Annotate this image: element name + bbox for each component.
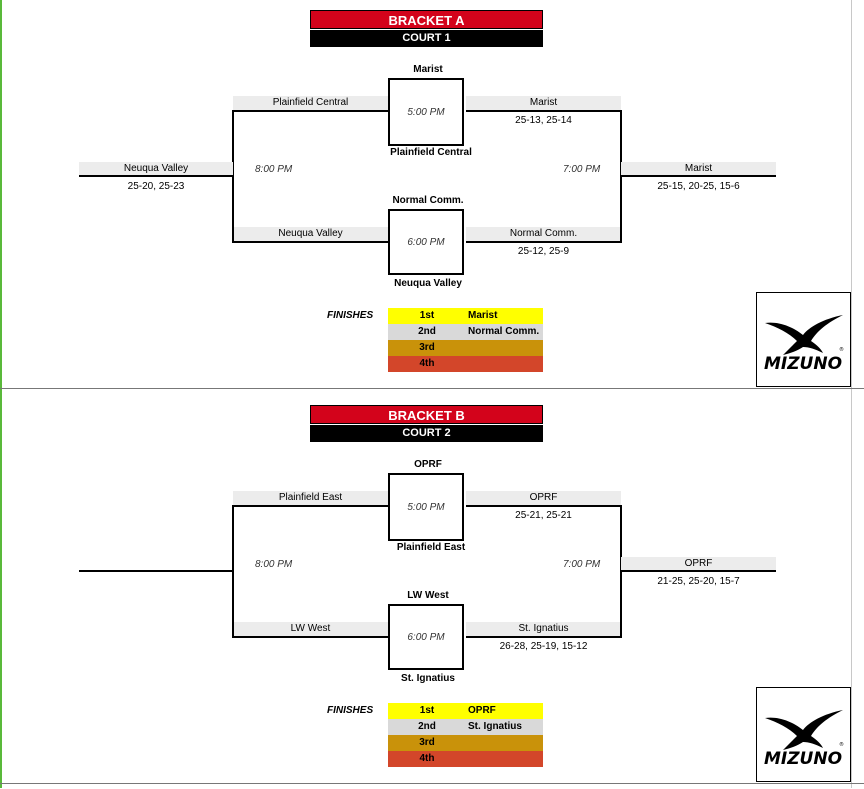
- bottom-match-box: 6:00 PM: [388, 209, 464, 275]
- bracket-line: [79, 570, 233, 572]
- left-green-border: [0, 0, 2, 788]
- finish-row-4th: 4th: [388, 751, 543, 767]
- logo-wordmark: MIZUNO: [764, 749, 842, 769]
- right-time: 7:00 PM: [563, 164, 601, 175]
- top-match-box: 5:00 PM: [388, 473, 464, 541]
- mizuno-runbird-icon: MIZUNO ®: [764, 315, 844, 374]
- far-right-team: Marist: [621, 162, 776, 176]
- bracket-line: [621, 175, 776, 177]
- finish-row-1st: 1st OPRF: [388, 703, 543, 719]
- far-right-team: OPRF: [621, 557, 776, 571]
- mizuno-logo: MIZUNO ®: [756, 687, 851, 782]
- finish-place: 2nd: [418, 326, 436, 337]
- finish-row-1st: 1st Marist: [388, 308, 543, 324]
- bracket-line: [79, 175, 233, 177]
- finish-row-4th: 4th: [388, 356, 543, 372]
- finishes-label: FINISHES: [327, 310, 374, 321]
- bottom-match-box: 6:00 PM: [388, 604, 464, 670]
- bottom-match-team1: LW West: [407, 590, 449, 601]
- finish-place: 4th: [419, 753, 435, 764]
- mizuno-logo: MIZUNO ®: [756, 292, 851, 387]
- left-bottom-team: LW West: [233, 622, 388, 636]
- finish-team: Normal Comm.: [468, 326, 540, 337]
- bottom-winner: Normal Comm.: [466, 227, 621, 241]
- bracket-line: [233, 110, 388, 112]
- registered-mark: ®: [839, 741, 844, 748]
- bottom-winner: St. Ignatius: [466, 622, 621, 636]
- bracket-line: [233, 505, 388, 507]
- right-time: 7:00 PM: [563, 559, 601, 570]
- bottom-score: 26-28, 25-19, 15-12: [499, 641, 588, 652]
- far-left-team: [79, 557, 233, 571]
- bottom-match-team1: Normal Comm.: [392, 195, 464, 206]
- bracket-line: [466, 505, 621, 507]
- bottom-match-team2: Neuqua Valley: [394, 278, 462, 289]
- bracket-line: [232, 505, 234, 638]
- bottom-match-time: 6:00 PM: [407, 237, 445, 248]
- finish-team: Marist: [468, 310, 498, 321]
- bracket-line: [466, 110, 621, 112]
- left-top-team: Plainfield East: [233, 491, 388, 505]
- finish-place: 3rd: [419, 342, 435, 353]
- bracket-line: [232, 110, 234, 243]
- far-right-score: 21-25, 25-20, 15-7: [657, 576, 740, 587]
- left-time: 8:00 PM: [255, 559, 293, 570]
- logo-wordmark: MIZUNO: [764, 354, 842, 374]
- top-match-box: 5:00 PM: [388, 78, 464, 146]
- bracket-line: [466, 241, 621, 243]
- bottom-score: 25-12, 25-9: [517, 246, 570, 257]
- far-right-score: 25-15, 20-25, 15-6: [657, 181, 740, 192]
- finish-place: 1st: [419, 310, 435, 321]
- top-match-team1: Marist: [413, 64, 443, 75]
- finish-team: OPRF: [468, 705, 496, 716]
- finish-place: 2nd: [418, 721, 436, 732]
- finish-place: 1st: [419, 705, 435, 716]
- finish-row-2nd: 2nd St. Ignatius: [388, 719, 543, 735]
- mizuno-runbird-icon: MIZUNO ®: [764, 710, 844, 769]
- top-winner: OPRF: [466, 491, 621, 505]
- top-match-team1: OPRF: [414, 459, 442, 470]
- bracket-section-a: BRACKET A COURT 1 Marist 5:00 PM Plainfi…: [0, 0, 864, 394]
- left-time: 8:00 PM: [255, 164, 293, 175]
- bracket-title: BRACKET B: [310, 405, 543, 424]
- bottom-match-team2: St. Ignatius: [401, 673, 455, 684]
- finish-row-3rd: 3rd: [388, 340, 543, 356]
- bracket-line: [233, 636, 388, 638]
- finish-row-2nd: 2nd Normal Comm.: [388, 324, 543, 340]
- top-winner: Marist: [466, 96, 621, 110]
- finishes-label: FINISHES: [327, 705, 374, 716]
- top-match-time: 5:00 PM: [407, 502, 445, 513]
- court-label: COURT 2: [310, 425, 543, 442]
- left-bottom-team: Neuqua Valley: [233, 227, 388, 241]
- right-gridline: [851, 0, 852, 788]
- bracket-title: BRACKET A: [310, 10, 543, 29]
- bracket-line: [233, 241, 388, 243]
- top-match-team2: Plainfield Central: [390, 147, 472, 158]
- far-left-team: Neuqua Valley: [79, 162, 233, 176]
- finish-place: 3rd: [419, 737, 435, 748]
- bracket-line: [621, 570, 776, 572]
- top-score: 25-13, 25-14: [515, 115, 572, 126]
- bracket-line: [466, 636, 621, 638]
- top-match-time: 5:00 PM: [407, 107, 445, 118]
- bottom-match-time: 6:00 PM: [407, 632, 445, 643]
- bracket-section-b: BRACKET B COURT 2 OPRF 5:00 PM Plainfiel…: [0, 395, 864, 789]
- far-left-score: 25-20, 25-23: [127, 181, 185, 192]
- top-score: 25-21, 25-21: [515, 510, 572, 521]
- left-top-team: Plainfield Central: [233, 96, 388, 110]
- finish-row-3rd: 3rd: [388, 735, 543, 751]
- section-divider: [0, 388, 864, 389]
- court-label: COURT 1: [310, 30, 543, 47]
- finish-team: St. Ignatius: [468, 721, 522, 732]
- registered-mark: ®: [839, 346, 844, 353]
- section-divider: [0, 783, 864, 784]
- finish-place: 4th: [419, 358, 435, 369]
- top-match-team2: Plainfield East: [396, 542, 466, 553]
